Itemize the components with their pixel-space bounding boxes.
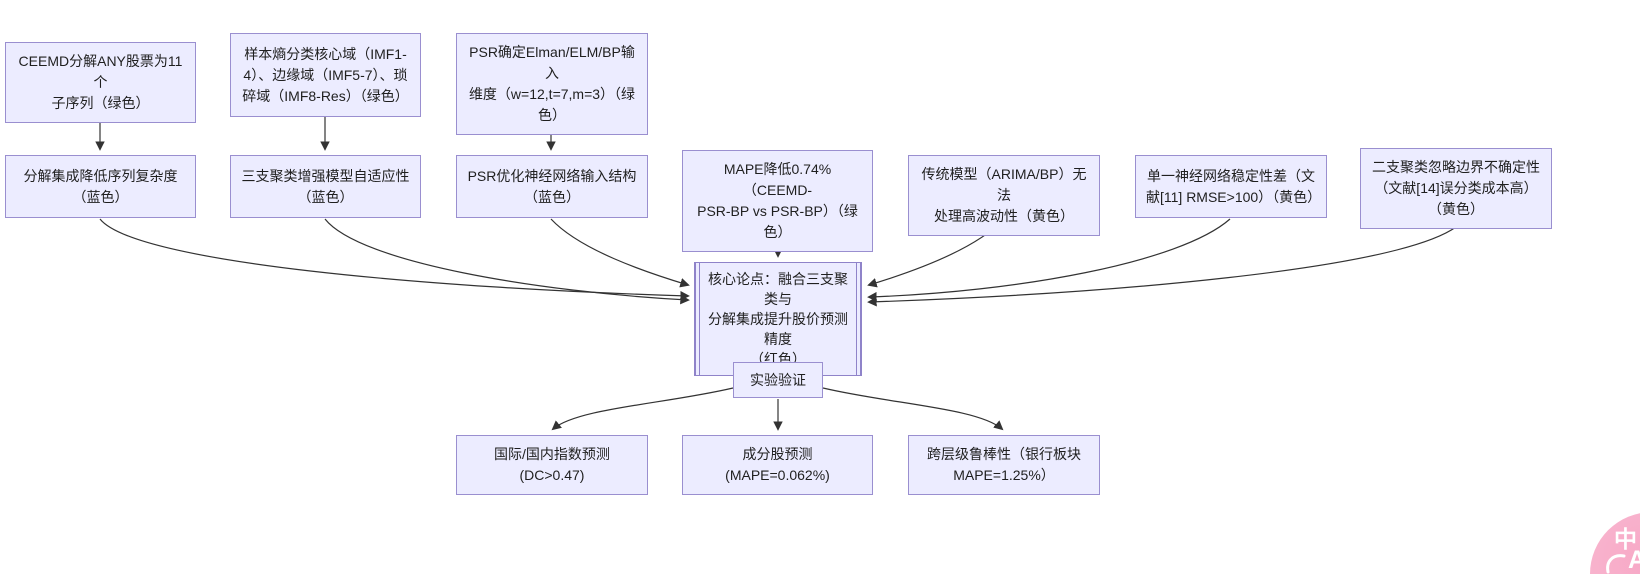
- edge-experiment-index_pred: [551, 387, 734, 431]
- node-three-way-benefit: 三支聚类增强模型自适应性 （蓝色）: [230, 155, 421, 218]
- translate-en-label: A: [1628, 546, 1640, 574]
- core-node-inner-border-right: [856, 263, 857, 375]
- node-single-nn-limit: 单一神经网络稳定性差（文 献[11] RMSE>100）（黄色）: [1135, 155, 1327, 218]
- node-ceemd: CEEMD分解ANY股票为11个 子序列（绿色）: [5, 42, 196, 123]
- node-robustness: 跨层级鲁棒性（银行板块 MAPE=1.25%）: [908, 435, 1100, 495]
- node-stock-pred: 成分股预测 (MAPE=0.062%): [682, 435, 873, 495]
- node-traditional-limit: 传统模型（ARIMA/BP）无法 处理高波动性（黄色）: [908, 155, 1100, 236]
- edge-psr_benefit-core_thesis: [550, 218, 690, 288]
- node-psr-benefit: PSR优化神经网络输入结构 （蓝色）: [456, 155, 648, 218]
- edge-single_nn_limit-core_thesis: [867, 218, 1231, 302]
- translate-zh-label: 中: [1614, 526, 1637, 552]
- node-mape-drop: MAPE降低0.74%（CEEMD- PSR-BP vs PSR-BP）（绿 色…: [682, 150, 873, 252]
- translate-arrow-icon: [1606, 554, 1626, 574]
- node-sample-entropy: 样本熵分类核心域（IMF1- 4）、边缘域（IMF5-7）、琐 碎域（IMF8-…: [230, 33, 421, 117]
- edge-experiment-robustness: [822, 387, 1004, 431]
- edge-two_way_limit-core_thesis: [867, 226, 1457, 307]
- core-thesis-label: 核心论点：融合三支聚类与 分解集成提升股价预测精度 （红色）: [708, 271, 848, 367]
- edge-decomp_benefit-core_thesis: [99, 218, 690, 301]
- node-experiment: 实验验证: [733, 362, 823, 398]
- translate-button[interactable]: 中 A: [1590, 512, 1640, 574]
- node-decomp-benefit: 分解集成降低序列复杂度 （蓝色）: [5, 155, 196, 218]
- edge-three_way_benefit-core_thesis: [324, 218, 690, 305]
- core-node-inner-border-left: [699, 263, 700, 375]
- node-core-thesis: 核心论点：融合三支聚类与 分解集成提升股价预测精度 （红色）: [694, 262, 862, 376]
- node-index-pred: 国际/国内指数预测 (DC>0.47): [456, 435, 648, 495]
- node-two-way-limit: 二支聚类忽略边界不确定性 （文献[14]误分类成本高） （黄色）: [1360, 148, 1552, 229]
- node-psr-dim: PSR确定Elman/ELM/BP输入 维度（w=12,t=7,m=3）（绿 色…: [456, 33, 648, 135]
